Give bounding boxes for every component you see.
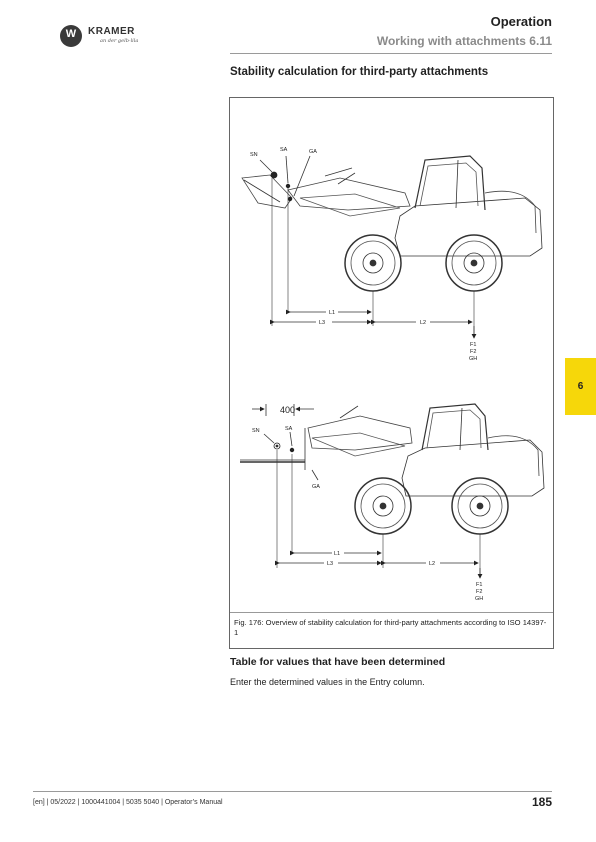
figure-caption: Fig. 176: Overview of stability calculat… bbox=[234, 618, 547, 637]
bottom-label-f1: F1 bbox=[476, 582, 482, 588]
figure-box: SN SA GA L1 L3 L2 F1 F2 GH bbox=[229, 97, 554, 649]
header-subsection-title: Working with attachments 6.11 bbox=[376, 34, 552, 48]
page-heading: Stability calculation for third-party at… bbox=[230, 66, 489, 78]
top-label-sa: SA bbox=[280, 147, 288, 153]
logo-emblem-icon: W bbox=[60, 25, 82, 47]
section-heading: Table for values that have been determin… bbox=[230, 656, 446, 668]
bottom-dimension-400: 400 bbox=[280, 405, 295, 415]
top-loader-diagram bbox=[241, 155, 543, 339]
bottom-label-f2: F2 bbox=[476, 589, 482, 595]
footer-doc-info: [en] | 05/2022 | 1000441004 | 5035 5040 … bbox=[33, 799, 223, 806]
bottom-label-sn: SN bbox=[252, 428, 260, 434]
top-label-l3: L3 bbox=[319, 320, 325, 326]
top-label-l2: L2 bbox=[420, 320, 426, 326]
logo-name: KRAMER bbox=[88, 26, 135, 37]
bottom-label-sa: SA bbox=[285, 426, 293, 432]
top-label-ga: GA bbox=[309, 149, 317, 155]
loader-diagrams: SN SA GA L1 L3 L2 F1 F2 GH bbox=[240, 98, 553, 602]
top-label-l1: L1 bbox=[329, 310, 335, 316]
page-number: 185 bbox=[531, 795, 552, 809]
kramer-logo: W KRAMER an der gelb-lila bbox=[60, 25, 170, 49]
top-label-f1: F1 bbox=[470, 342, 476, 348]
bottom-label-ga: GA bbox=[312, 484, 320, 490]
logo-tagline: an der gelb-lila bbox=[100, 38, 139, 44]
bottom-loader-diagram bbox=[240, 403, 545, 579]
top-label-sn: SN bbox=[250, 152, 258, 158]
body-paragraph: Enter the determined values in the Entry… bbox=[230, 677, 425, 687]
header-section-title: Operation bbox=[490, 14, 552, 29]
caption-divider bbox=[230, 612, 553, 613]
top-label-f2: F2 bbox=[470, 349, 476, 355]
chapter-side-tab: 6 bbox=[565, 358, 596, 415]
bottom-label-l2: L2 bbox=[429, 561, 435, 567]
top-label-gh: GH bbox=[469, 356, 477, 362]
bottom-label-l3: L3 bbox=[327, 561, 333, 567]
bottom-label-gh: GH bbox=[475, 596, 483, 602]
footer-divider bbox=[33, 791, 552, 792]
header-divider bbox=[230, 53, 552, 54]
bottom-label-l1: L1 bbox=[334, 551, 340, 557]
chapter-number: 6 bbox=[577, 381, 584, 392]
